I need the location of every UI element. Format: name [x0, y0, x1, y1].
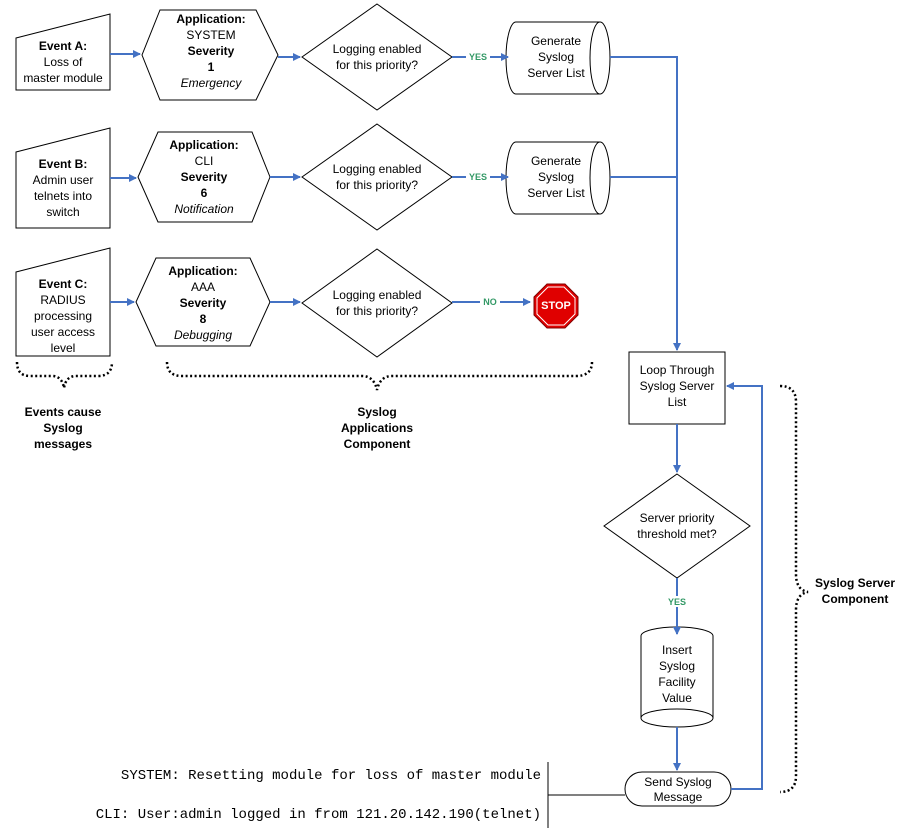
svg-text:STOP: STOP — [541, 300, 571, 312]
output-line-cli: CLI: User:admin logged in from 121.20.14… — [96, 807, 541, 823]
app-name: SYSTEM — [186, 28, 235, 42]
event-b-title: Event B: — [39, 157, 88, 171]
events-caption: Events cause Syslog messages — [25, 405, 102, 451]
svg-text:Component: Component — [822, 592, 889, 606]
apps-brace — [165, 361, 594, 391]
svg-text:Server List: Server List — [527, 66, 585, 80]
server-caption: Syslog Server Component — [815, 576, 895, 606]
logging-decision-1: Logging enabled for this priority? — [301, 3, 453, 111]
svg-text:Component: Component — [344, 437, 411, 451]
app-cli-hexagon: Application: CLI Severity 6 Notification — [137, 131, 271, 223]
svg-text:for this priority?: for this priority? — [336, 178, 418, 192]
arrow-gen1-to-loop — [610, 56, 681, 351]
svg-text:user access: user access — [31, 325, 95, 339]
severity-number: 1 — [208, 60, 215, 74]
svg-text:switch: switch — [46, 205, 79, 219]
svg-text:Server priority: Server priority — [640, 511, 715, 525]
event-c-box: Event C: RADIUS processing user access l… — [15, 247, 111, 357]
svg-text:Syslog: Syslog — [538, 50, 574, 64]
edge-label-no: NO — [483, 297, 497, 307]
output-line-system: SYSTEM: Resetting module for loss of mas… — [121, 768, 541, 784]
threshold-decision: Server priority threshold met? — [603, 473, 751, 579]
generate-server-list-2: Generate Syslog Server List — [505, 141, 611, 215]
loop-server-list-box: Loop Through Syslog Server List — [628, 351, 726, 425]
svg-text:Application:: Application: — [168, 264, 237, 278]
event-a-box: Event A: Loss of master module — [15, 13, 111, 91]
severity-name: Emergency — [181, 76, 243, 90]
svg-text:Loss of: Loss of — [44, 55, 83, 69]
svg-text:Admin user: Admin user — [33, 173, 94, 187]
edge-label-yes: YES — [469, 52, 487, 62]
svg-text:Value: Value — [662, 691, 692, 705]
svg-text:threshold met?: threshold met? — [637, 527, 717, 541]
svg-text:Syslog Server: Syslog Server — [815, 576, 895, 590]
app-aaa-hexagon: Application: AAA Severity 8 Debugging — [135, 257, 271, 347]
svg-text:master module: master module — [23, 71, 103, 85]
svg-text:RADIUS: RADIUS — [40, 293, 85, 307]
svg-text:Syslog: Syslog — [357, 405, 396, 419]
svg-text:Application:: Application: — [176, 12, 245, 26]
svg-text:Application:: Application: — [169, 138, 238, 152]
svg-text:Syslog: Syslog — [659, 659, 695, 673]
app-name: AAA — [191, 280, 215, 294]
svg-text:Insert: Insert — [662, 643, 693, 657]
svg-text:Syslog: Syslog — [538, 170, 574, 184]
svg-text:Generate: Generate — [531, 34, 581, 48]
severity-name: Notification — [174, 202, 234, 216]
svg-text:telnets into: telnets into — [34, 189, 92, 203]
svg-text:Syslog Server: Syslog Server — [640, 379, 715, 393]
svg-text:Facility: Facility — [658, 675, 695, 689]
flow-arrows — [110, 50, 763, 790]
severity-name: Debugging — [174, 328, 232, 342]
svg-text:Severity: Severity — [180, 296, 227, 310]
generate-server-list-1: Generate Syslog Server List — [505, 21, 611, 95]
svg-text:Syslog: Syslog — [43, 421, 82, 435]
svg-text:Logging enabled: Logging enabled — [333, 288, 422, 302]
app-name: CLI — [195, 154, 214, 168]
svg-text:Logging enabled: Logging enabled — [333, 162, 422, 176]
send-message-box: Send Syslog Message — [624, 771, 732, 807]
edge-label-yes: YES — [469, 172, 487, 182]
event-a-title: Event A: — [39, 39, 87, 53]
svg-text:for this priority?: for this priority? — [336, 58, 418, 72]
edge-label-yes: YES — [668, 597, 686, 607]
arrow-send-loop-back — [726, 382, 763, 790]
logging-decision-2: Logging enabled for this priority? — [301, 123, 453, 231]
apps-caption: Syslog Applications Component — [341, 405, 413, 451]
svg-text:Generate: Generate — [531, 154, 581, 168]
stop-sign-icon: STOP — [533, 283, 579, 329]
svg-text:Send Syslog: Send Syslog — [644, 775, 711, 789]
severity-number: 8 — [200, 312, 207, 326]
svg-text:messages: messages — [34, 437, 92, 451]
app-system-hexagon: Application: SYSTEM Severity 1 Emergency — [141, 9, 279, 101]
svg-text:for this priority?: for this priority? — [336, 304, 418, 318]
svg-text:Severity: Severity — [181, 170, 228, 184]
events-brace — [15, 361, 114, 389]
logging-decision-3: Logging enabled for this priority? — [301, 248, 453, 358]
svg-text:Server List: Server List — [527, 186, 585, 200]
svg-text:Loop Through: Loop Through — [640, 363, 715, 377]
event-c-title: Event C: — [39, 277, 88, 291]
severity-number: 6 — [201, 186, 208, 200]
svg-text:Message: Message — [654, 790, 703, 804]
svg-text:Events cause: Events cause — [25, 405, 102, 419]
server-brace — [779, 384, 809, 794]
svg-text:Applications: Applications — [341, 421, 413, 435]
svg-text:level: level — [51, 341, 76, 355]
insert-facility-cylinder: Insert Syslog Facility Value — [640, 626, 714, 728]
event-b-box: Event B: Admin user telnets into switch — [15, 127, 111, 229]
svg-text:Severity: Severity — [188, 44, 235, 58]
svg-text:List: List — [668, 395, 687, 409]
svg-text:processing: processing — [34, 309, 92, 323]
svg-text:Logging enabled: Logging enabled — [333, 42, 422, 56]
